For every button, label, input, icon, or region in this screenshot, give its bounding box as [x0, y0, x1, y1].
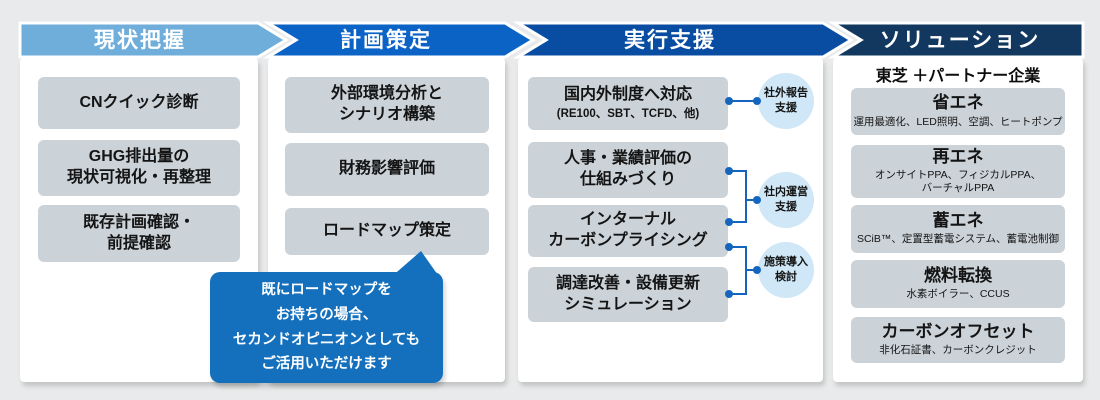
step-regulations: 国内外制度へ対応 (RE100、SBT、TCFD、他): [528, 77, 728, 130]
solution-detail-1: 運用最適化、LED照明、空調、ヒートポンプ: [853, 115, 1063, 128]
step-regulations-main: 国内外制度へ対応: [563, 85, 692, 103]
solution-box-carbon-offset: カーボンオフセット 非化石証書、カーボンクレジット: [851, 317, 1065, 363]
chevron-arrow-header-3: [512, 21, 854, 59]
solution-box-energy-saving: 省エネ 運用最適化、LED照明、空調、ヒートポンプ: [851, 88, 1065, 135]
step-procurement-simulation: 調達改善・設備更新 シミュレーション: [528, 267, 728, 322]
solution-detail-2: オンサイトPPA、フィジカルPPA、 バーチャルPPA: [874, 169, 1042, 195]
solution-title-5: カーボンオフセット: [881, 321, 1035, 341]
solution-box-renewable: 再エネ オンサイトPPA、フィジカルPPA、 バーチャルPPA: [851, 145, 1065, 198]
solution-title-2: 再エネ: [932, 146, 984, 166]
stage-header-label-1: 現状把握: [94, 29, 186, 52]
step-regulations-sub: (RE100、SBT、TCFD、他): [556, 108, 700, 121]
step-existing-plan-check: 既存計画確認・ 前提確認: [38, 205, 240, 262]
step-hr-evaluation: 人事・業績評価の 仕組みづくり: [528, 142, 728, 198]
step-financial-impact: 財務影響評価: [285, 143, 489, 196]
chevron-arrow-header-2: [262, 21, 536, 59]
solution-box-fuel-conversion: 燃料転換 水素ボイラー、CCUS: [851, 260, 1065, 308]
solution-title-4: 燃料転換: [924, 265, 992, 285]
step-internal-carbon-pricing: インターナル カーボンプライシング: [528, 205, 728, 257]
stage-header-label-2: 計画策定: [340, 29, 432, 52]
chevron-arrow-header-1: [18, 21, 289, 59]
solution-title-1: 省エネ: [932, 93, 984, 113]
step-cn-quick-shindan: CNクイック診断: [38, 77, 240, 129]
roadmap-note-bubble: 既にロードマップを お持ちの場合、 セカンドオピニオンとしても ご活用いただけま…: [210, 272, 443, 383]
solution-detail-5: 非化石証書、カーボンクレジット: [879, 344, 1037, 357]
stage-header-label-4: ソリューション: [879, 29, 1041, 52]
step-external-analysis: 外部環境分析と シナリオ構築: [285, 77, 489, 133]
chevron-arrow-header-4: [827, 21, 1085, 59]
stage-header-label-3: 実行支援: [624, 29, 716, 52]
step-roadmap: ロードマップ策定: [285, 208, 489, 255]
solution-detail-3: SCiB™、定置型蓄電システム、蓄電池制御: [856, 233, 1060, 246]
solution-detail-4: 水素ボイラー、CCUS: [906, 288, 1010, 301]
badge-external-reporting: 社外報告 支援: [758, 73, 814, 129]
solution-title-3: 蓄エネ: [932, 210, 984, 230]
badge-measure-introduction: 施策導入 検討: [758, 242, 814, 298]
solution-box-storage: 蓄エネ SCiB™、定置型蓄電システム、蓄電池制御: [851, 205, 1065, 253]
step-ghg-visualization: GHG排出量の 現状可視化・再整理: [38, 140, 240, 196]
stage-header-chevrons: [18, 21, 1085, 59]
badge-internal-operation: 社内運営 支援: [758, 172, 814, 228]
partner-label: 東芝 ＋パートナー企業: [875, 68, 1041, 85]
